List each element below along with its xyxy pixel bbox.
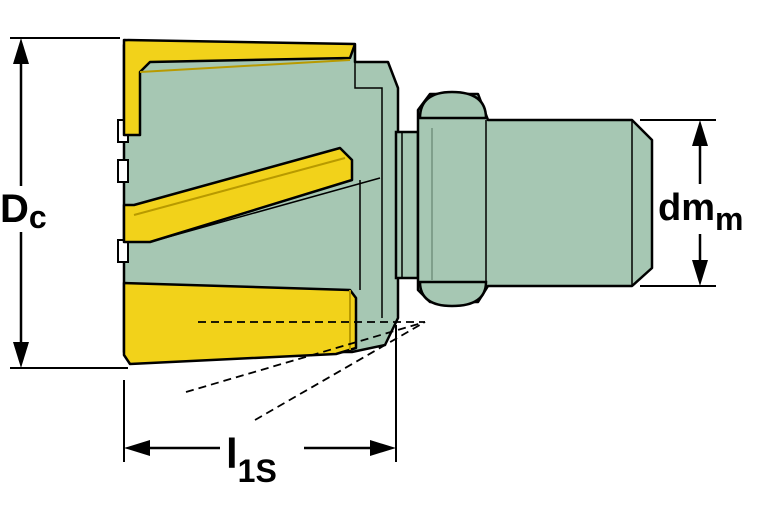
dc-dimension: Dc bbox=[0, 37, 128, 369]
l1s-dimension: l1S bbox=[123, 325, 397, 490]
shank-top-knob bbox=[418, 90, 488, 120]
shank bbox=[416, 90, 654, 308]
dmm-label-sub: m bbox=[715, 201, 743, 237]
middle-insert bbox=[122, 146, 381, 244]
top-insert bbox=[122, 38, 357, 137]
dc-arrow-bottom bbox=[13, 342, 29, 368]
bottom-insert-shape bbox=[122, 281, 358, 366]
dmm-arrow-top bbox=[692, 120, 708, 146]
dc-label-main: D bbox=[0, 187, 29, 231]
cutter-head-inner-line bbox=[354, 62, 383, 318]
top-insert-edge bbox=[139, 59, 351, 73]
l1s-label-bg bbox=[220, 430, 304, 490]
dc-label: Dc bbox=[0, 187, 47, 235]
bottom-insert bbox=[122, 281, 358, 366]
dmm-label: dmm bbox=[658, 187, 743, 237]
middle-insert-shadow bbox=[149, 177, 381, 243]
dmm-arrow-bottom bbox=[692, 260, 708, 286]
l1s-label-sub: 1S bbox=[238, 453, 277, 489]
l1s-label: l1S bbox=[226, 430, 277, 489]
dmm-dimension: dmm bbox=[640, 119, 766, 287]
top-insert-shape bbox=[122, 38, 357, 137]
middle-insert-edge bbox=[133, 157, 346, 216]
dmm-label-bg bbox=[656, 184, 766, 234]
l1s-label-main: l bbox=[226, 430, 238, 477]
dashed-line-diagonal-1 bbox=[185, 321, 426, 393]
dmm-label-main: dm bbox=[658, 187, 715, 229]
neck bbox=[394, 130, 420, 280]
shank-bottom-knob bbox=[418, 280, 488, 308]
l1s-arrow-right bbox=[370, 440, 396, 456]
cutter-notch-3 bbox=[117, 239, 129, 263]
l1s-arrow-left bbox=[124, 440, 150, 456]
neck-ring bbox=[394, 130, 420, 280]
cutter-notch-2 bbox=[117, 159, 129, 183]
shank-body bbox=[416, 92, 654, 304]
dc-label-sub: c bbox=[29, 199, 47, 235]
dc-arrow-top bbox=[13, 38, 29, 64]
dc-label-bg bbox=[0, 186, 62, 232]
